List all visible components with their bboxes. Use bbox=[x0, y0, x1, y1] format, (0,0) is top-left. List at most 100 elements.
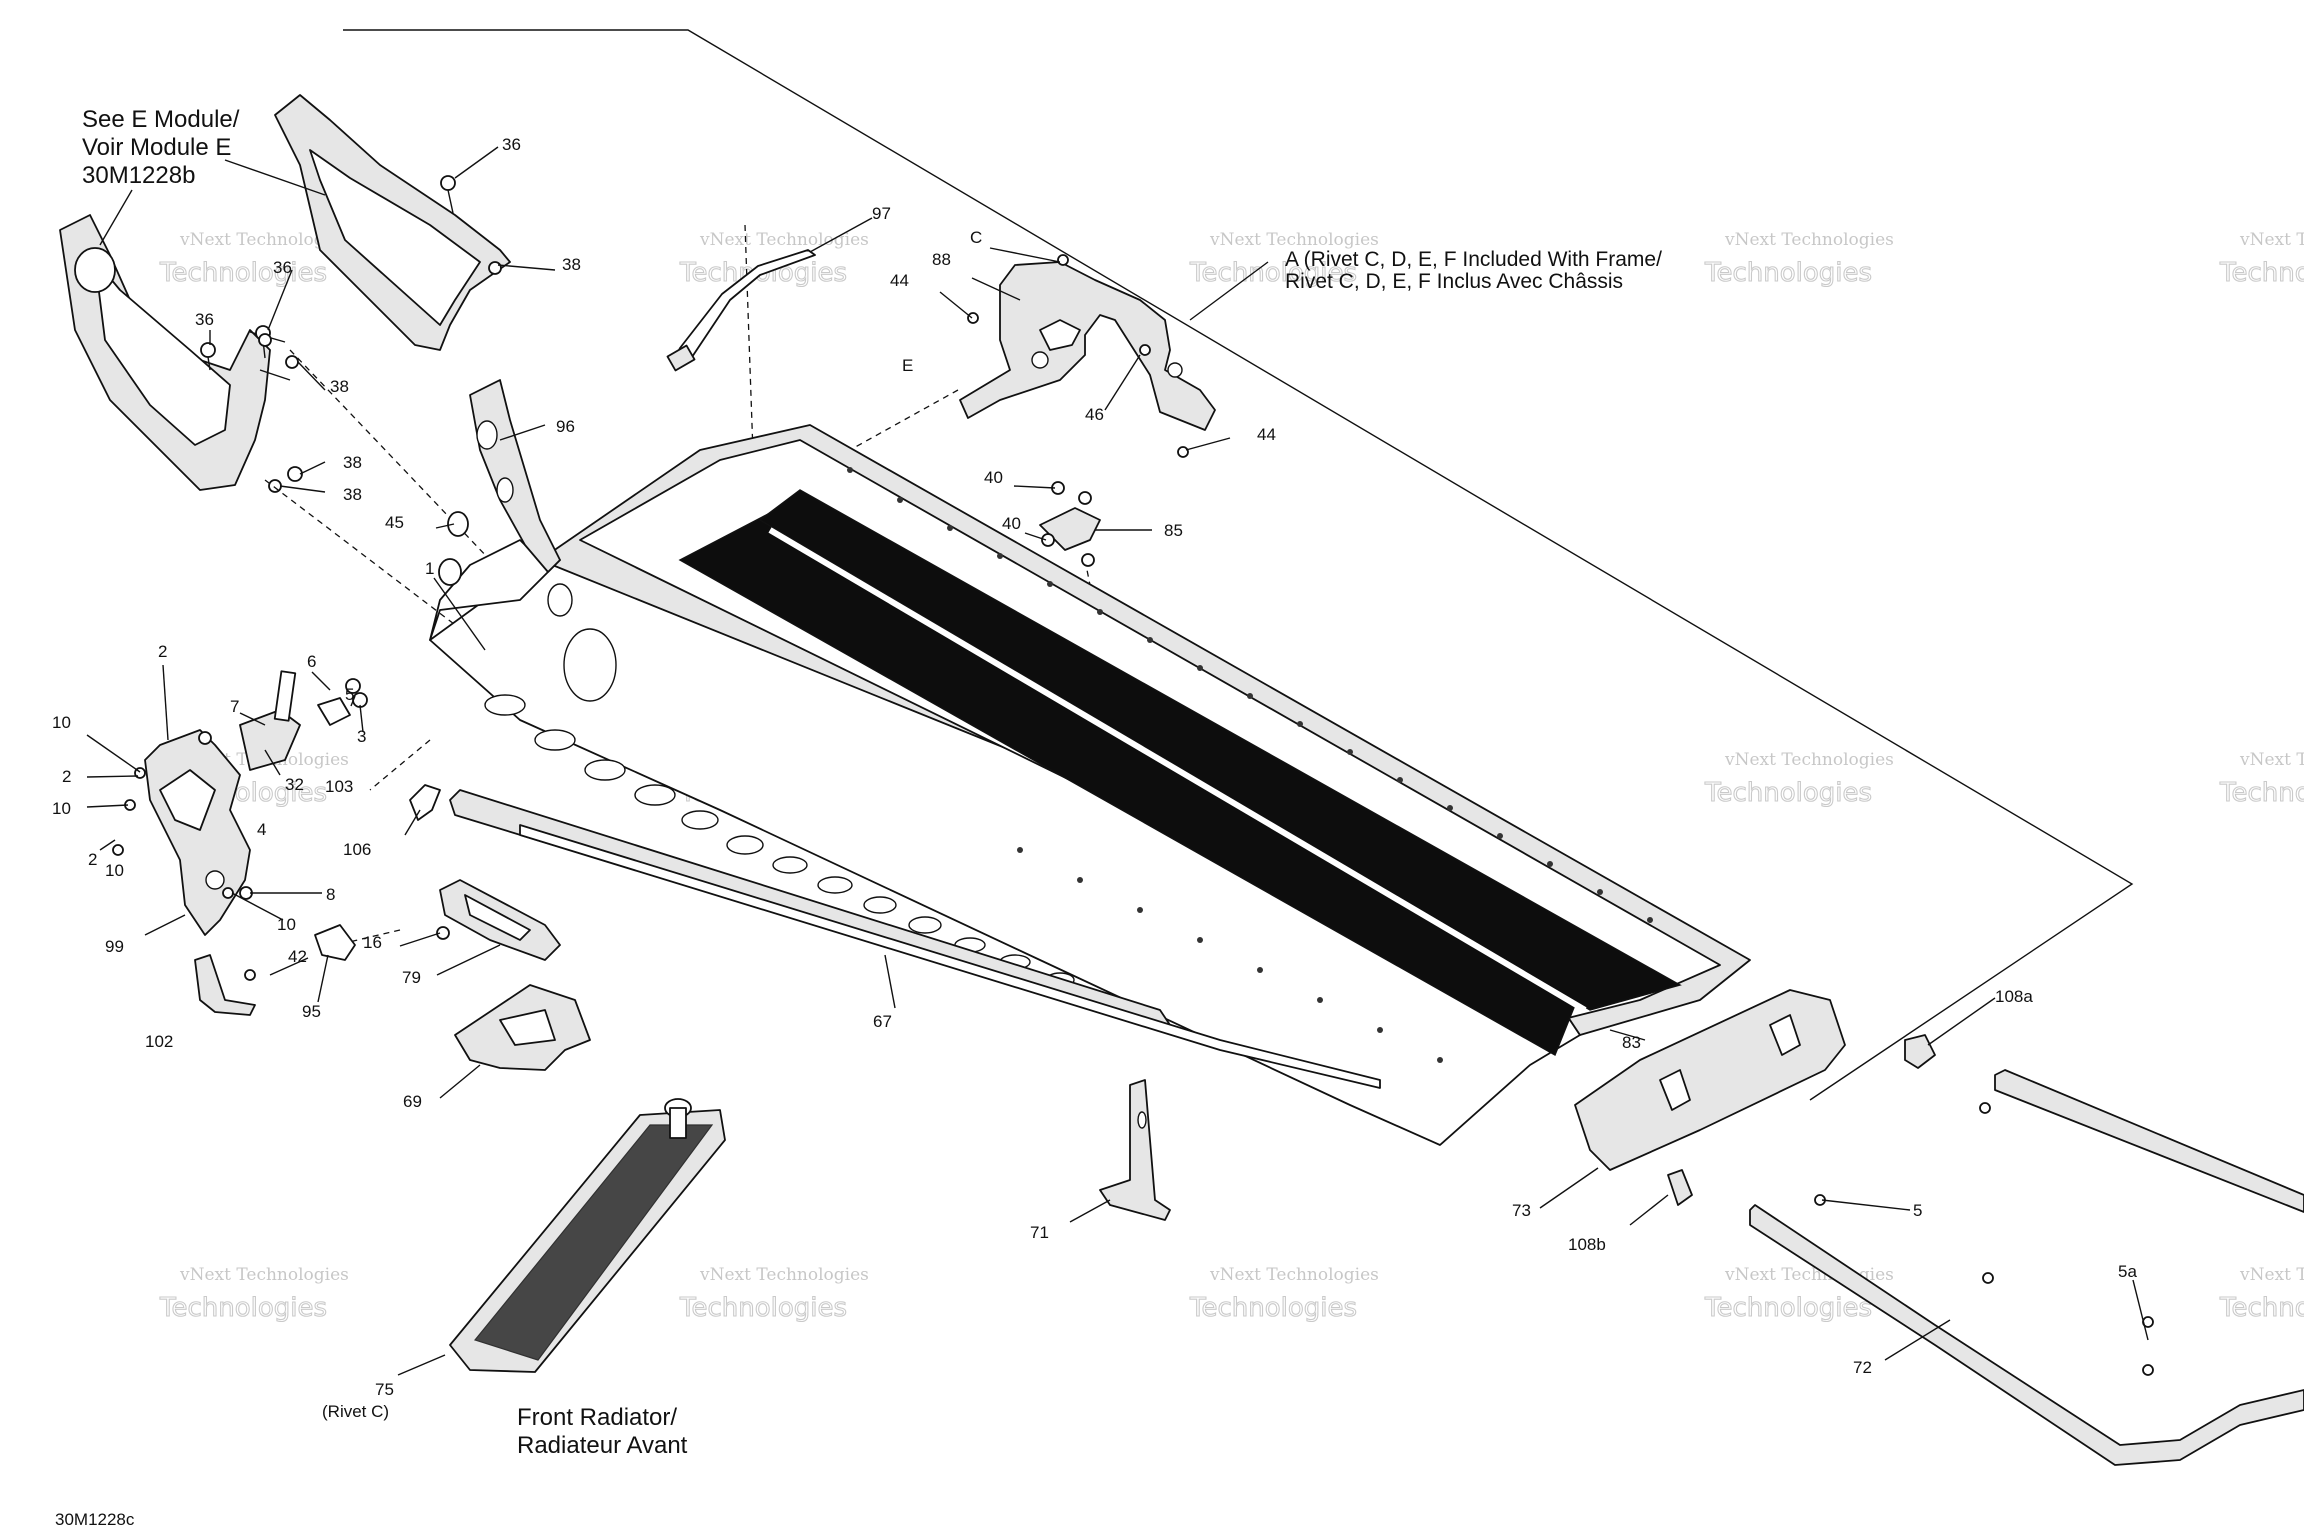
callout-83: 83 bbox=[1622, 1033, 1641, 1052]
callout-38: 38 bbox=[562, 255, 581, 274]
callout-106: 106 bbox=[343, 840, 371, 859]
callout-42: 42 bbox=[288, 947, 307, 966]
front-radiator-label-line1: Front Radiator/ bbox=[517, 1404, 677, 1431]
callout-2: 2 bbox=[158, 642, 167, 661]
callout-108b: 108b bbox=[1568, 1235, 1606, 1254]
leader-line bbox=[99, 189, 133, 246]
rear-bumper-72 bbox=[1749, 1069, 2304, 1466]
front-radiator-75 bbox=[449, 1098, 726, 1373]
watermark-text: Technologies bbox=[1704, 778, 1872, 808]
callout-10: 10 bbox=[277, 915, 296, 934]
watermark-text: Technologies bbox=[159, 258, 327, 288]
tunnel-frame bbox=[429, 424, 1751, 1146]
assembly-dash-line bbox=[264, 479, 476, 641]
callout-97: 97 bbox=[872, 204, 891, 223]
watermark-text: vNext Technologies bbox=[179, 230, 349, 250]
plate-95 bbox=[314, 924, 356, 961]
watermark-text: vNext Technologies bbox=[1209, 230, 1379, 250]
bracket-71 bbox=[1099, 1079, 1171, 1221]
callout-38: 38 bbox=[343, 453, 362, 472]
callout-85: 85 bbox=[1164, 521, 1183, 540]
upright-spar-96 bbox=[469, 379, 561, 573]
callout-labels: 36 36 36 38 38 38 38 97 C 88 44 E 46 44 … bbox=[52, 135, 2137, 1399]
clip-108a bbox=[1904, 1034, 1936, 1069]
callout-C: C bbox=[970, 228, 982, 247]
watermark-text: vNext Technologies bbox=[179, 1265, 349, 1285]
e-module-frame bbox=[59, 94, 511, 491]
callout-38: 38 bbox=[343, 485, 362, 504]
diagram-code: 30M1228c bbox=[55, 1510, 135, 1529]
callout-45: 45 bbox=[385, 513, 404, 532]
assembly-dash-line bbox=[314, 929, 401, 951]
watermark-text: Technologies bbox=[1704, 258, 1872, 288]
grommet-45 bbox=[447, 511, 469, 537]
rivet-c-note: (Rivet C) bbox=[322, 1402, 389, 1421]
see-module-note-line3: 30M1228b bbox=[82, 162, 195, 189]
watermark-text: vNext Technologies bbox=[1209, 1265, 1379, 1285]
assembly-dash-line bbox=[744, 224, 756, 511]
bracket-85 bbox=[1039, 481, 1101, 567]
callout-5: 5 bbox=[1913, 1201, 1922, 1220]
callout-5: 5 bbox=[345, 685, 354, 704]
watermark-text: vNext Technologies bbox=[2239, 230, 2304, 250]
watermark-text: vNext Technologies bbox=[1724, 230, 1894, 250]
leader-lines bbox=[86, 146, 2149, 1376]
callout-10: 10 bbox=[105, 861, 124, 880]
callout-10: 10 bbox=[52, 799, 71, 818]
callout-2: 2 bbox=[88, 850, 97, 869]
callout-38: 38 bbox=[330, 377, 349, 396]
callout-75: 75 bbox=[375, 1380, 394, 1399]
callout-4: 4 bbox=[257, 820, 266, 839]
callout-44: 44 bbox=[1257, 425, 1276, 444]
bracket-102 bbox=[194, 954, 256, 1016]
callout-72: 72 bbox=[1853, 1358, 1872, 1377]
see-module-note-line2: Voir Module E bbox=[82, 134, 231, 161]
rivet-note-line2: Rivet C, D, E, F Inclus Avec Châssis bbox=[1285, 270, 1623, 293]
watermark-text: vNext Technologies bbox=[699, 1265, 869, 1285]
watermark-text: vNext Technologies bbox=[2239, 750, 2304, 770]
callout-3: 3 bbox=[357, 727, 366, 746]
watermark-text: Technologies bbox=[2219, 258, 2304, 288]
callout-95: 95 bbox=[302, 1002, 321, 1021]
callout-71: 71 bbox=[1030, 1223, 1049, 1242]
assembly-dash-line bbox=[289, 349, 491, 561]
bracket-106 bbox=[409, 784, 441, 821]
watermark-text: Technologies bbox=[159, 1293, 327, 1323]
callout-36: 36 bbox=[502, 135, 521, 154]
running-board-67 bbox=[449, 789, 1381, 1089]
callout-5a: 5a bbox=[2118, 1262, 2137, 1281]
callout-7: 7 bbox=[230, 697, 239, 716]
steering-support-88 bbox=[959, 254, 1216, 458]
fastener-group bbox=[200, 175, 502, 493]
callout-6: 6 bbox=[307, 652, 316, 671]
rear-bumper-73 bbox=[1574, 989, 1846, 1171]
callout-1: 1 bbox=[425, 559, 434, 578]
rivet-row bbox=[847, 467, 1653, 1063]
leader-line bbox=[224, 159, 326, 196]
clip-108b bbox=[1667, 1169, 1693, 1206]
callout-103: 103 bbox=[325, 777, 353, 796]
watermark-text: vNext Technologies bbox=[699, 230, 869, 250]
callout-E: E bbox=[902, 356, 913, 375]
callout-108a: 108a bbox=[1995, 987, 2033, 1006]
assembly-boundary-line bbox=[343, 29, 2134, 1101]
callout-36: 36 bbox=[273, 258, 292, 277]
callout-8: 8 bbox=[326, 885, 335, 904]
callout-2: 2 bbox=[62, 767, 71, 786]
callout-96: 96 bbox=[556, 417, 575, 436]
rivet-note-line1: A (Rivet C, D, E, F Included With Frame/ bbox=[1285, 248, 1662, 271]
grommet-45 bbox=[438, 558, 462, 586]
callout-79: 79 bbox=[402, 968, 421, 987]
assembly-dash-line bbox=[369, 739, 431, 791]
callout-32: 32 bbox=[285, 775, 304, 794]
callout-69: 69 bbox=[403, 1092, 422, 1111]
callout-88: 88 bbox=[932, 250, 951, 269]
callout-10: 10 bbox=[52, 713, 71, 732]
sensor-harness-97 bbox=[666, 249, 816, 372]
see-module-note-line1: See E Module/ bbox=[82, 106, 240, 133]
fastener-42 bbox=[244, 969, 256, 981]
callout-40: 40 bbox=[984, 468, 1003, 487]
front-suspension-bracket-99 bbox=[112, 670, 368, 936]
